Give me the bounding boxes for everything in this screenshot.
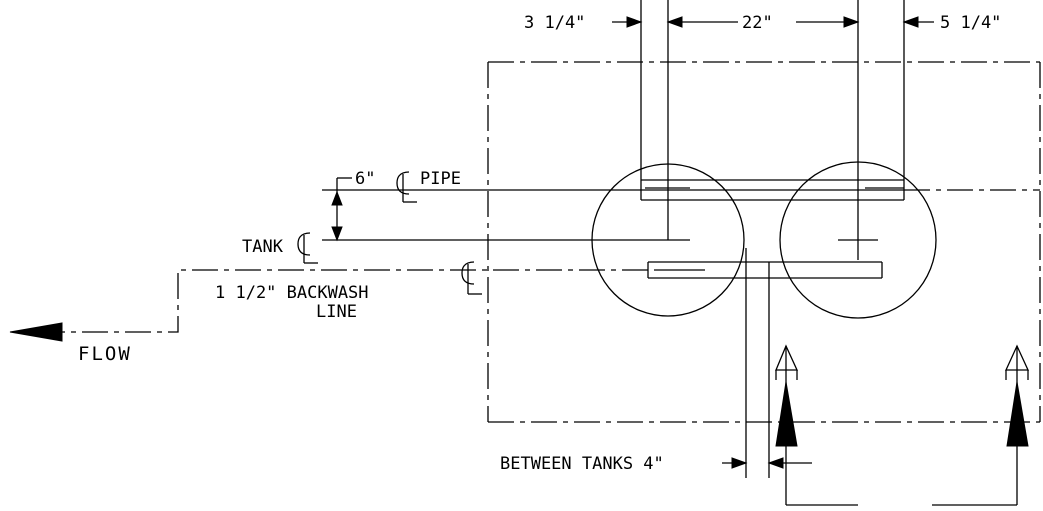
backwash-line-label-2: LINE [316,302,357,322]
between-tanks-label: BETWEEN TANKS 4" [500,454,664,474]
enclosure-boundary [487,61,1041,423]
tank-right [779,161,937,319]
centerline-symbol [396,171,417,203]
centerline-symbol [461,261,482,295]
section-arrow-icon [775,344,799,505]
pipe-centerline-label: PIPE [420,169,461,189]
backwash-line [60,269,648,333]
tank-centerline-label: TANK [242,237,284,257]
backwash-line-label: 1 1/2" BACKWASH [215,283,369,303]
vertical-pipes [640,0,905,260]
right-offset-label: 5 1/4" [940,13,1001,33]
left-offset-label: 3 1/4" [524,13,585,33]
flow-label: FLOW [78,343,132,365]
flow-arrow-icon [9,322,63,342]
between-pipes-label: 22" [742,13,773,33]
backwash-manifold [647,261,883,279]
top-dimensions: 3 1/4" 22" 5 1/4" [524,13,1001,33]
section-arrow-icon [1004,344,1030,505]
pipe-offset-label: 6" [355,169,375,189]
pipe-header [641,179,904,189]
centerline-symbol [297,232,318,264]
between-tanks-dimension: BETWEEN TANKS 4" [500,454,812,474]
pipe-offset-dimension: 6" [331,169,375,242]
